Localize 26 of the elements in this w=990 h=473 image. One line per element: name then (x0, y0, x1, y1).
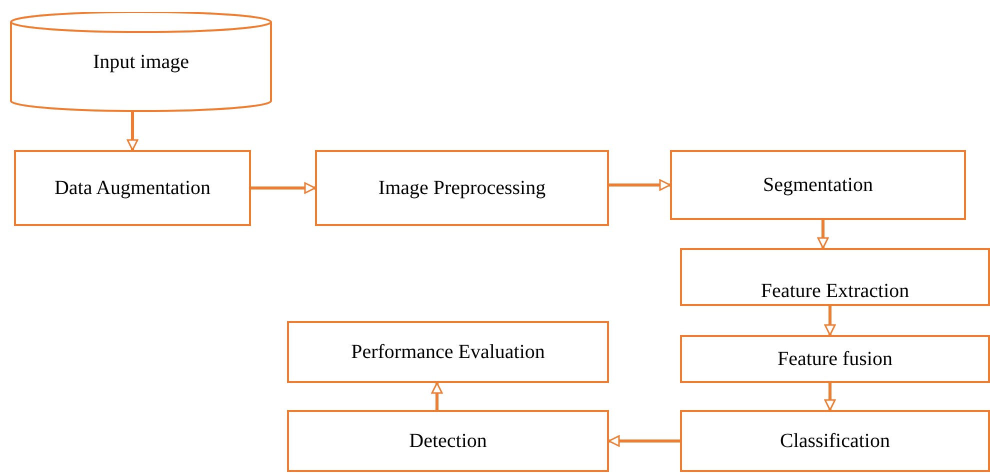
arrow (824, 306, 836, 336)
process-box (287, 321, 609, 383)
arrow (126, 112, 138, 151)
node-label: Classification (780, 430, 890, 452)
process-box (680, 248, 990, 306)
process-box (680, 410, 990, 472)
arrow (824, 383, 836, 411)
node-label: Detection (409, 430, 487, 452)
arrow (251, 182, 316, 194)
node-label: Input image (92, 50, 190, 74)
arrow (608, 435, 680, 447)
process-box (680, 335, 990, 383)
node-label: Image Preprocessing (378, 176, 546, 200)
node-label: Data Augmentation (54, 176, 211, 200)
node-label: Performance Evaluation (351, 340, 545, 364)
process-box (287, 410, 609, 472)
node-label: Feature fusion (778, 348, 892, 370)
node-label: Feature Extraction (760, 280, 910, 302)
database-cylinder (10, 12, 272, 112)
arrow (431, 382, 443, 410)
process-box (315, 150, 609, 226)
process-box (670, 150, 966, 220)
process-box (14, 150, 251, 226)
node-label: Segmentation (763, 174, 873, 196)
arrow (817, 220, 829, 249)
arrow (609, 179, 671, 191)
